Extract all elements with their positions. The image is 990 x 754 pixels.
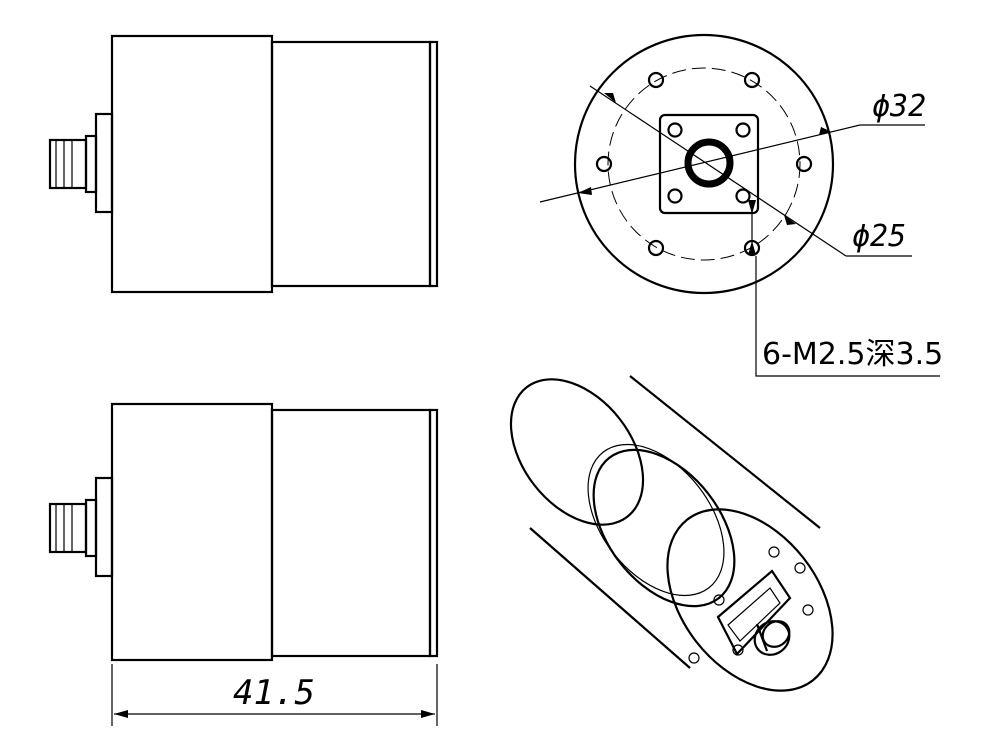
connector-top: [48, 112, 114, 214]
front-view: ϕ32 ϕ25 6-M2.5深3.5: [539, 33, 943, 377]
connector-bottom: [48, 476, 114, 578]
bolt-circle-label: ϕ25: [852, 219, 906, 254]
overall-length-label: 41.5: [233, 673, 315, 713]
bolt-circle: [607, 67, 801, 261]
thread-callout-label: 6-M2.5深3.5: [762, 337, 943, 372]
length-dimension: 41.5: [111, 664, 438, 726]
side-view-top: [48, 34, 439, 294]
outer-diameter-label: ϕ32: [872, 89, 926, 124]
bolt-circle-leader: ϕ25: [589, 85, 912, 257]
boss-holes: [667, 122, 751, 204]
outer-diameter-leader: ϕ32: [539, 89, 926, 203]
square-boss: [658, 113, 760, 215]
thread-callout-leader: 6-M2.5深3.5: [748, 200, 943, 377]
isometric-view: [509, 375, 834, 692]
center-bore: [684, 138, 734, 188]
outer-flange-circle: [573, 33, 835, 295]
side-view-bottom: [48, 402, 439, 662]
threaded-holes: [595, 71, 813, 257]
iso-front-face: [666, 508, 834, 692]
